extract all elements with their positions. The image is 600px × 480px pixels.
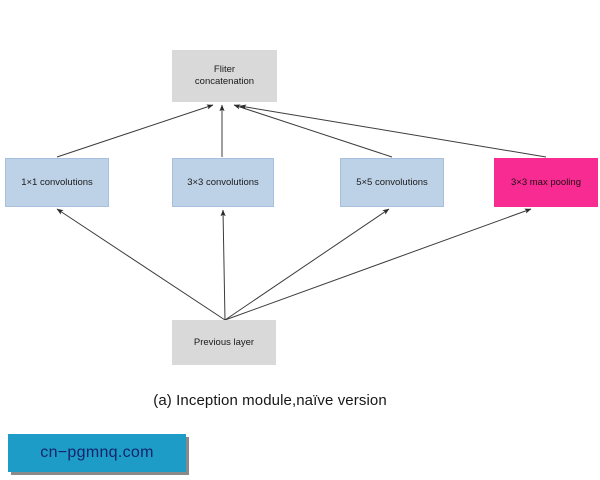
node-1x1-convolutions-label: 1×1 convolutions (21, 176, 93, 188)
node-previous-layer[interactable]: Previous layer (172, 320, 276, 365)
edge-pool-to-concat (239, 104, 547, 158)
edge-prev-to-conv1 (56, 208, 226, 321)
node-filter-concatenation-label: Fliter concatenation (194, 64, 255, 87)
edge-prev-to-conv5 (224, 208, 390, 321)
node-3x3-convolutions-label: 3×3 convolutions (187, 176, 259, 188)
edge-conv1-to-concat (56, 104, 214, 158)
node-1x1-convolutions[interactable]: 1×1 convolutions (5, 158, 109, 207)
watermark-badge: cn−pgmnq.com (8, 434, 186, 472)
node-5x5-convolutions[interactable]: 5×5 convolutions (340, 158, 444, 207)
edge-prev-to-conv3 (220, 209, 226, 321)
node-3x3-max-pooling-label: 3×3 max pooling (511, 176, 581, 188)
edge-conv5-to-concat (233, 104, 393, 158)
node-filter-concatenation[interactable]: Fliter concatenation (172, 50, 277, 102)
figure-caption: (a) Inception module,naïve version (153, 392, 387, 409)
node-3x3-max-pooling[interactable]: 3×3 max pooling (494, 158, 598, 207)
edge-prev-to-pool (224, 208, 532, 321)
node-3x3-convolutions[interactable]: 3×3 convolutions (172, 158, 274, 207)
watermark-text: cn−pgmnq.com (40, 444, 154, 461)
node-5x5-convolutions-label: 5×5 convolutions (356, 176, 428, 188)
node-previous-layer-label: Previous layer (193, 336, 255, 348)
